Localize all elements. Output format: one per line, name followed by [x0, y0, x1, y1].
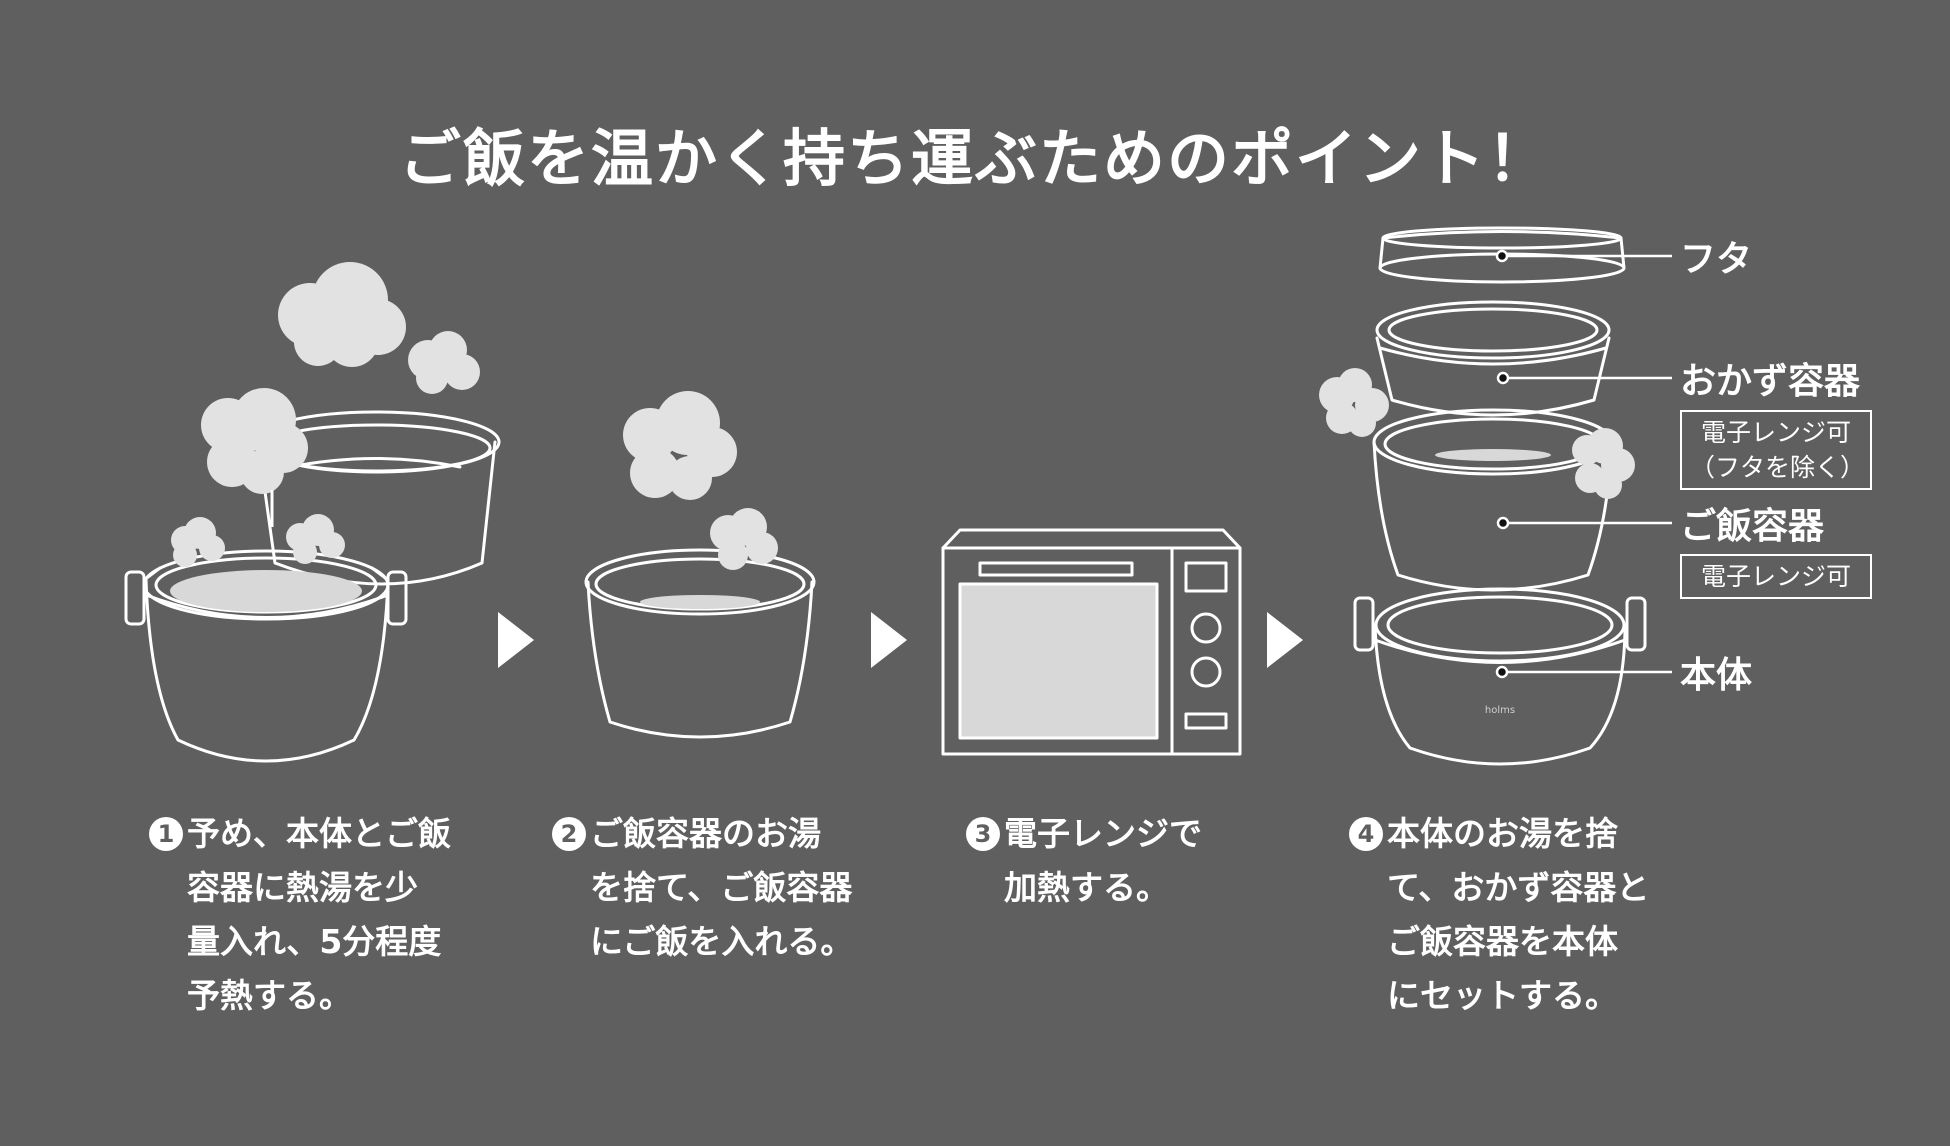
step-4-text: 4 本体のお湯を捨 て、おかず容器と ご飯容器を本体 にセットする。: [1349, 807, 1649, 1023]
label-lid: フタ: [1680, 239, 1753, 280]
steam-cloud-icon: [710, 508, 778, 570]
step-number-badge: 1: [149, 817, 183, 851]
step-number-badge: 3: [966, 817, 1000, 851]
step-number-badge: 2: [552, 817, 586, 851]
note-rice-microwave: 電子レンジ可: [1680, 554, 1872, 599]
steam-cloud-icon: [201, 388, 308, 494]
steam-cloud-icon: [171, 517, 225, 567]
steam-cloud-icon: [408, 331, 480, 394]
step-number-badge: 4: [1349, 817, 1383, 851]
step-3-text: 3 電子レンジで 加熱する。: [966, 807, 1202, 915]
arrow-right-icon: [1267, 612, 1303, 668]
step-1-text: 1 予め、本体とご飯 容器に熱湯を少 量入れ、5分程度 予熱する。: [149, 807, 451, 1023]
steam-cloud-icon: [1319, 368, 1389, 437]
side-dish-pointer-dot: [1496, 371, 1510, 385]
steam-cloud-icon: [278, 262, 406, 367]
label-side-dish-container: おかず容器: [1680, 361, 1861, 402]
steam-cloud-icon: [1572, 428, 1635, 499]
step1-jar-body-icon: [124, 549, 408, 763]
arrow-right-icon: [871, 612, 907, 668]
step2-rice-container-icon: [584, 548, 816, 739]
page-title: ご飯を温かく持ち運ぶためのポイント！: [398, 122, 1551, 195]
rice-pointer-dot: [1496, 516, 1510, 530]
rice-container-icon: [1372, 408, 1614, 592]
body-pointer-dot: [1495, 665, 1509, 679]
microwave-icon: [941, 528, 1242, 756]
steam-cloud-icon: [623, 391, 737, 500]
note-side-dish-microwave: 電子レンジ可 （フタを除く）: [1680, 410, 1872, 490]
label-body: 本体: [1680, 655, 1753, 696]
arrow-right-icon: [498, 612, 534, 668]
step-2-text: 2 ご飯容器のお湯 を捨て、ご飯容器 にご飯を入れる。: [552, 807, 853, 969]
label-rice-container: ご飯容器: [1680, 506, 1825, 547]
jar-body-icon: [1353, 587, 1647, 766]
steam-cloud-icon: [286, 514, 345, 564]
lid-pointer-dot: [1495, 249, 1509, 263]
brand-mark: holms: [1485, 705, 1515, 716]
side-dish-container-icon: [1375, 300, 1611, 417]
